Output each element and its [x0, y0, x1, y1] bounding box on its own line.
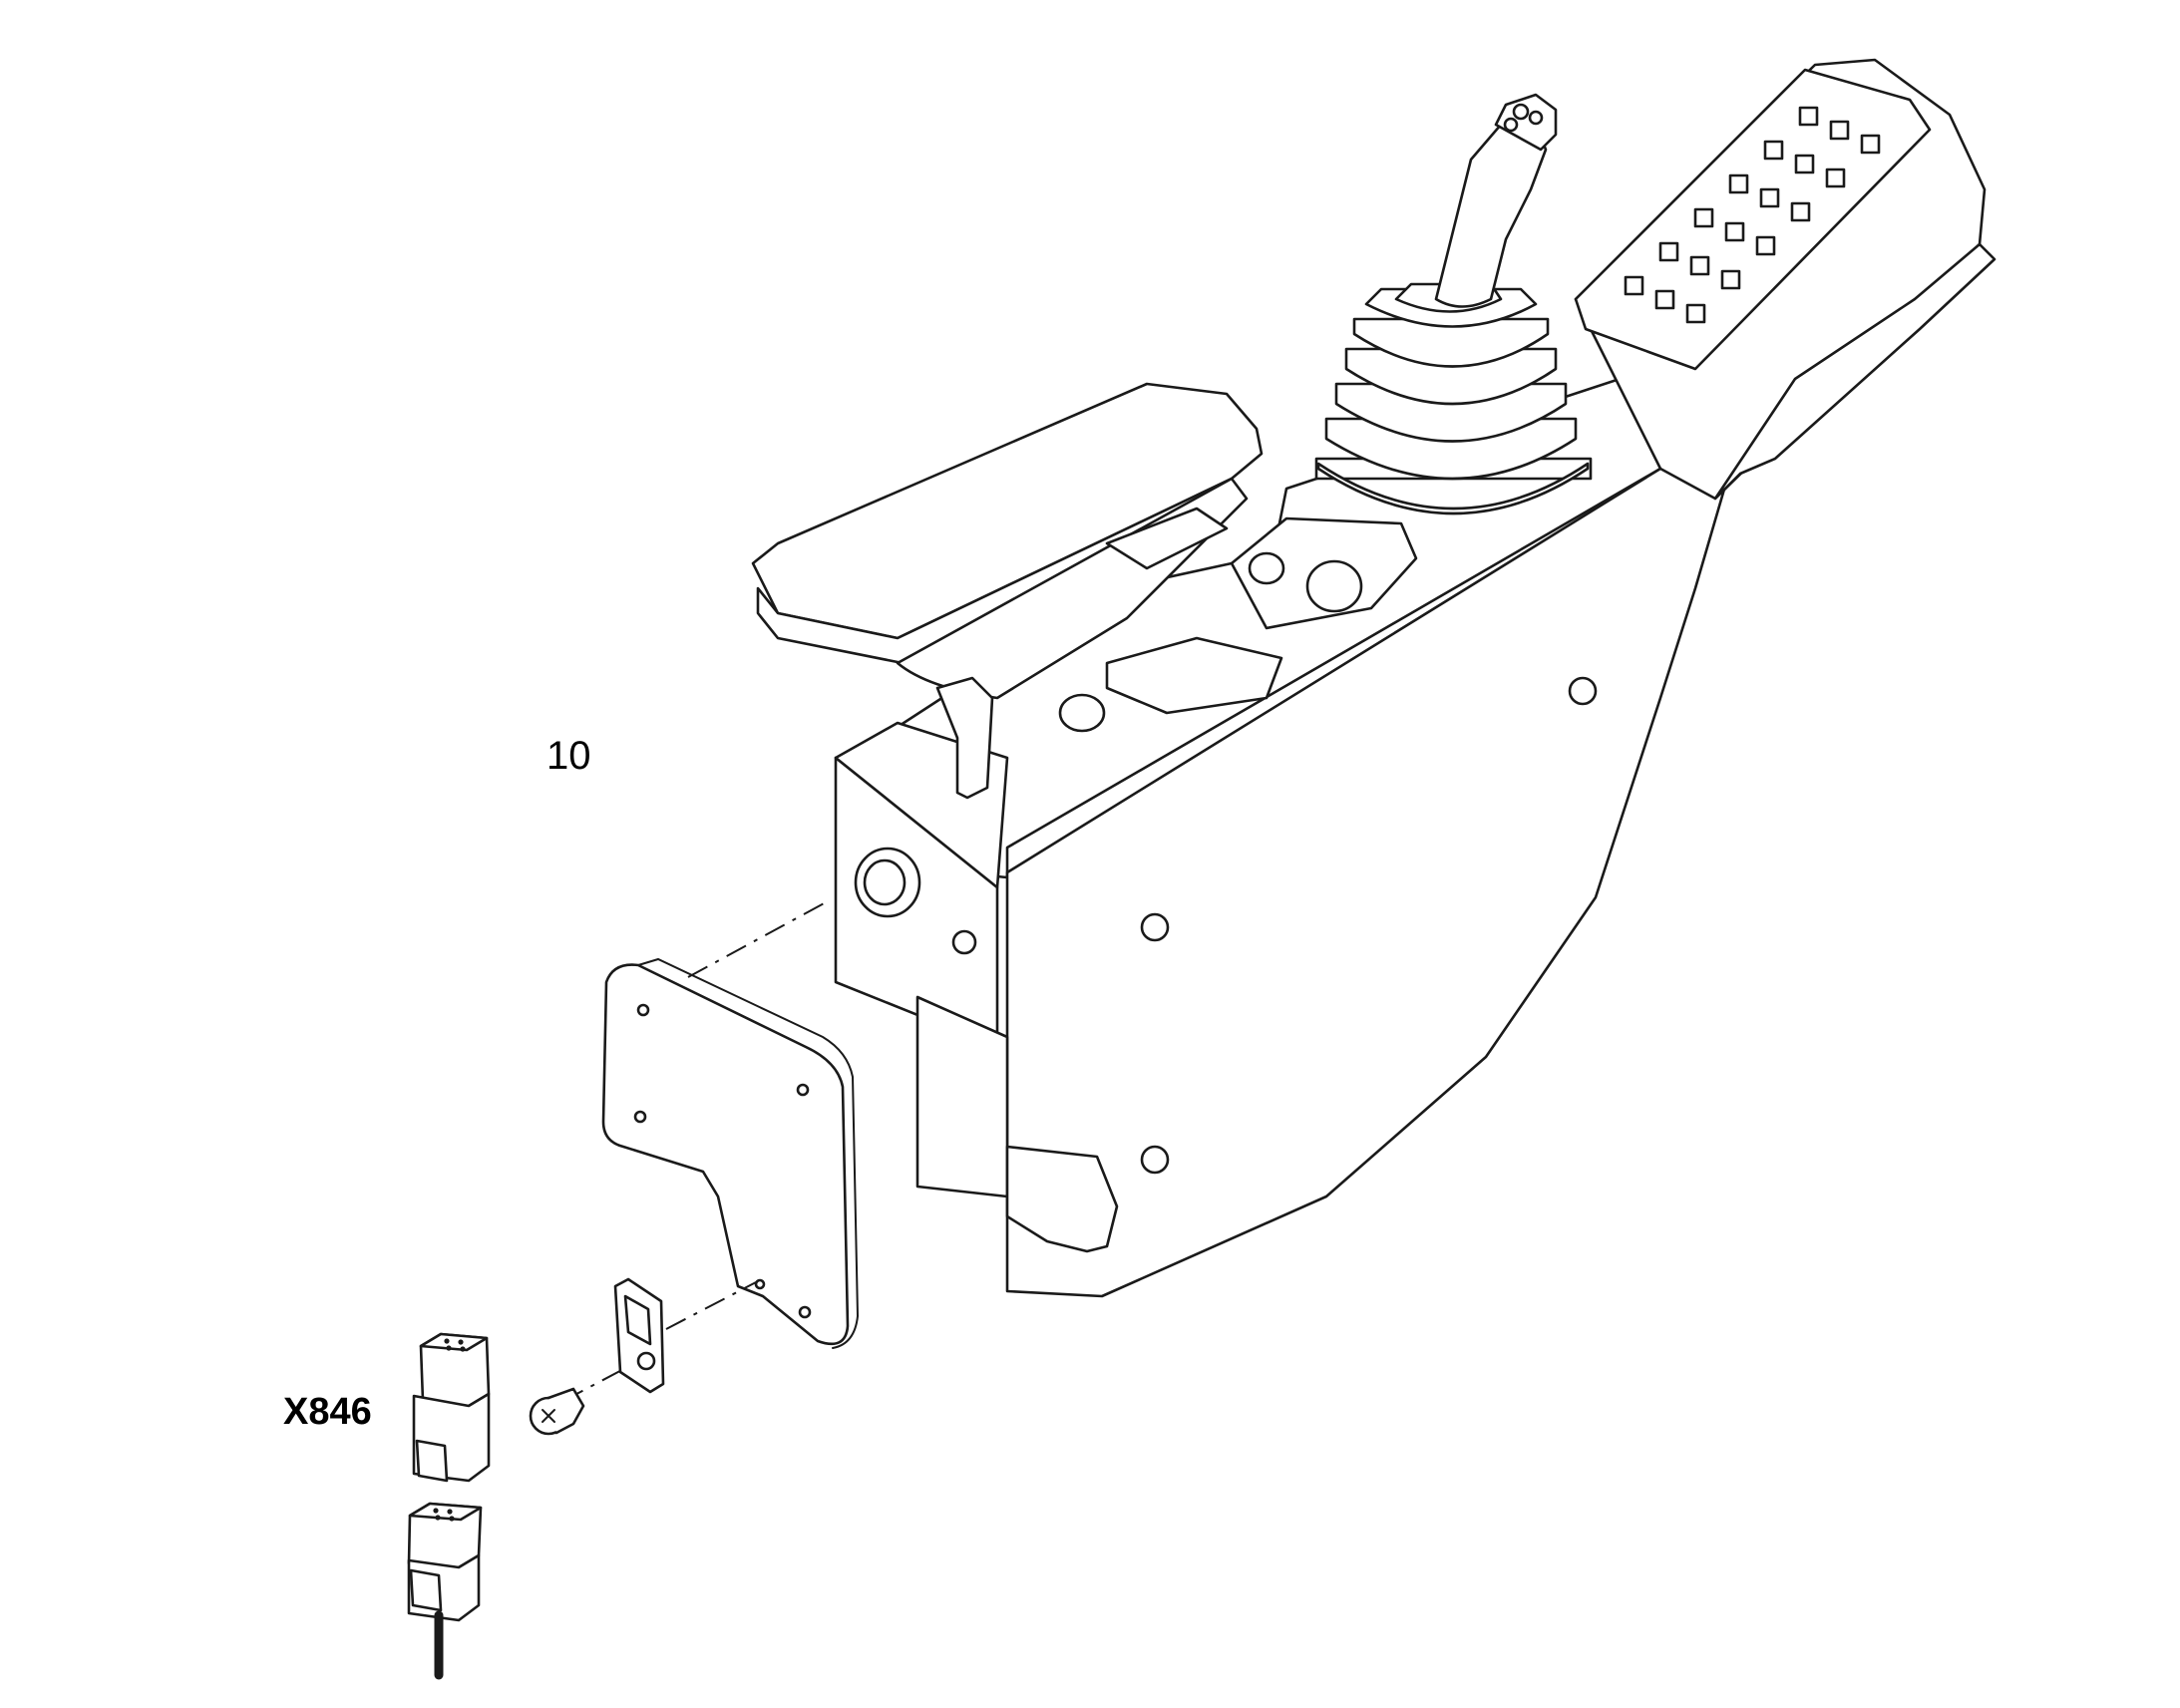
connector-x846-upper — [412, 1332, 491, 1483]
keypad-buttons — [1624, 106, 1881, 324]
console-switches — [1058, 516, 1418, 733]
joystick — [1314, 93, 1593, 515]
connector-holder — [613, 1277, 665, 1394]
connector-callout-x846: X846 — [283, 1391, 372, 1433]
connector-x846-lower — [407, 1502, 483, 1680]
armrest-bracket — [834, 676, 1119, 1253]
assembly-line-clip — [665, 1280, 759, 1330]
mounting-plate — [601, 957, 860, 1349]
keypad-panel — [1574, 58, 1997, 501]
screw — [529, 1387, 585, 1436]
assembly-line-plate — [687, 901, 827, 978]
armrest — [751, 382, 1264, 700]
part-callout-10: 10 — [546, 734, 591, 778]
